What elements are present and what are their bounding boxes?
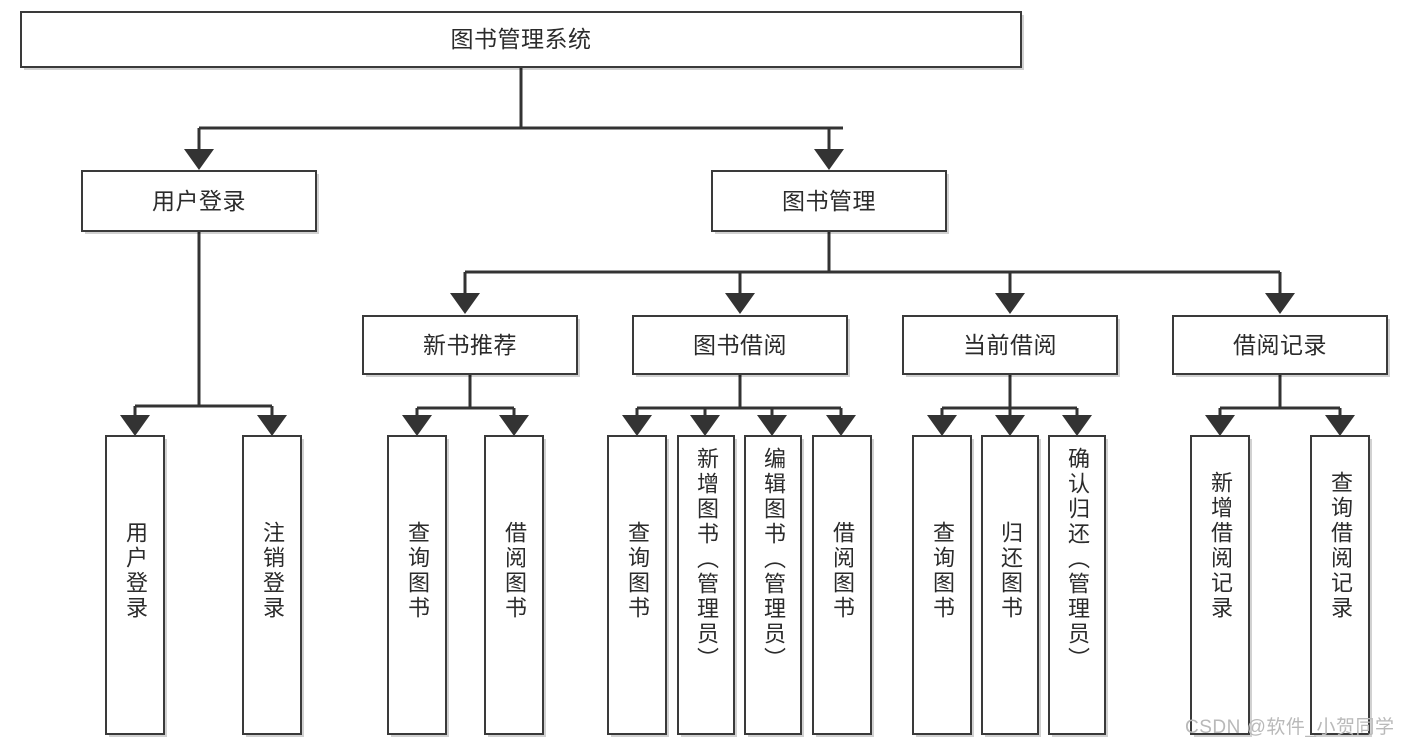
leaf-confirm-return-admin[interactable]: 确认归还（管理员） [1048,435,1106,735]
node-label: 查询借阅记录 [1328,471,1353,621]
node-label: 归还图书 [998,521,1023,621]
node-root-system[interactable]: 图书管理系统 [20,11,1022,68]
leaf-query-book-current[interactable]: 查询图书 [912,435,972,735]
node-label: 新增借阅记录 [1208,471,1233,621]
node-current-borrow[interactable]: 当前借阅 [902,315,1118,375]
node-label: 编辑图书（管理员） [761,447,786,672]
node-label: 查询图书 [930,521,955,621]
node-label: 查询图书 [625,521,650,621]
node-label: 新书推荐 [423,331,517,358]
leaf-borrow-book[interactable]: 借阅图书 [812,435,872,735]
node-label: 图书管理系统 [450,26,592,53]
node-label: 注销登录 [260,521,285,621]
node-label: 用户登录 [123,521,148,621]
node-label: 当前借阅 [963,331,1057,358]
node-borrow-record[interactable]: 借阅记录 [1172,315,1388,375]
node-label: 图书借阅 [693,331,787,358]
node-book-management-module[interactable]: 图书管理 [711,170,947,232]
leaf-add-book-admin[interactable]: 新增图书（管理员） [677,435,735,735]
node-book-borrow[interactable]: 图书借阅 [632,315,848,375]
leaf-add-borrow-record[interactable]: 新增借阅记录 [1190,435,1250,735]
node-label: 新增图书（管理员） [694,447,719,672]
node-user-login-module[interactable]: 用户登录 [81,170,317,232]
leaf-return-book[interactable]: 归还图书 [981,435,1039,735]
leaf-edit-book-admin[interactable]: 编辑图书（管理员） [744,435,802,735]
node-label: 用户登录 [152,187,246,214]
leaf-borrow-book-newbook[interactable]: 借阅图书 [484,435,544,735]
node-label: 图书管理 [782,187,876,214]
watermark: CSDN @软件_小贺同学 [1185,717,1395,738]
node-label: 查询图书 [405,521,430,621]
node-label: 借阅图书 [502,521,527,621]
leaf-query-book-newbook[interactable]: 查询图书 [387,435,447,735]
leaf-user-login[interactable]: 用户登录 [105,435,165,735]
node-new-book-recommend[interactable]: 新书推荐 [362,315,578,375]
leaf-query-book-borrow[interactable]: 查询图书 [607,435,667,735]
node-label: 借阅图书 [830,521,855,621]
leaf-logout[interactable]: 注销登录 [242,435,302,735]
node-label: 确认归还（管理员） [1065,447,1090,672]
node-label: 借阅记录 [1233,331,1327,358]
leaf-query-borrow-record[interactable]: 查询借阅记录 [1310,435,1370,735]
